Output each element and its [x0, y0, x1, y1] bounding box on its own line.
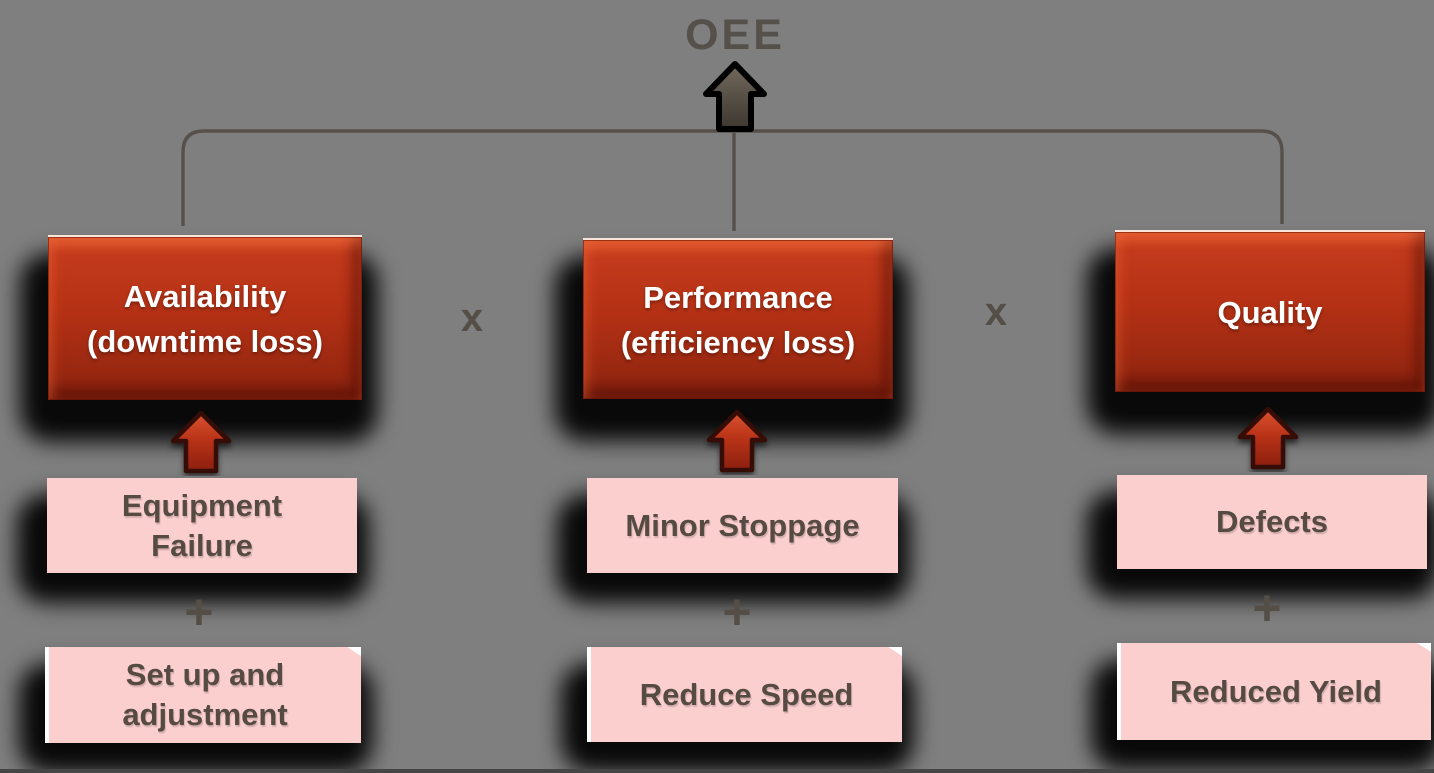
plus-operator: + [722, 584, 752, 640]
loss-label: Reduce Speed [639, 676, 854, 712]
loss-label: Equipment Failure [121, 487, 283, 563]
plus-operator: + [1252, 580, 1282, 636]
loss-box-setup-adjustment: Set up and adjustment [45, 647, 361, 743]
factor-sublabel: (efficiency loss) [620, 324, 856, 360]
multiply-operator: x [460, 296, 484, 340]
factor-box-quality: Quality [1115, 230, 1425, 392]
page-title: OEE [685, 11, 785, 59]
oee-up-arrow-icon [703, 61, 767, 132]
bottom-edge-divider [0, 769, 1434, 773]
loss-box-equipment-failure: Equipment Failure [47, 478, 357, 573]
loss-box-reduced-yield: Reduced Yield [1117, 643, 1431, 740]
loss-box-reduce-speed: Reduce Speed [587, 647, 902, 742]
loss-box-minor-stoppage: Minor Stoppage [587, 478, 898, 573]
plus-operator: + [184, 584, 214, 640]
loss-label: Set up and adjustment [122, 657, 288, 732]
factor-box-performance: Performance (efficiency loss) [583, 238, 893, 399]
loss-label: Reduced Yield [1170, 673, 1382, 709]
factor-box-availability: Availability (downtime loss) [48, 235, 362, 400]
factor-label: Quality [1217, 294, 1323, 330]
multiply-operator: x [984, 290, 1008, 334]
loss-label: Minor Stoppage [625, 507, 860, 543]
factor-label: Performance [643, 279, 833, 315]
loss-label: Defects [1216, 504, 1328, 539]
loss-box-defects: Defects [1117, 475, 1427, 569]
factor-label: Availability [123, 278, 287, 314]
factor-sublabel: (downtime loss) [87, 323, 323, 359]
